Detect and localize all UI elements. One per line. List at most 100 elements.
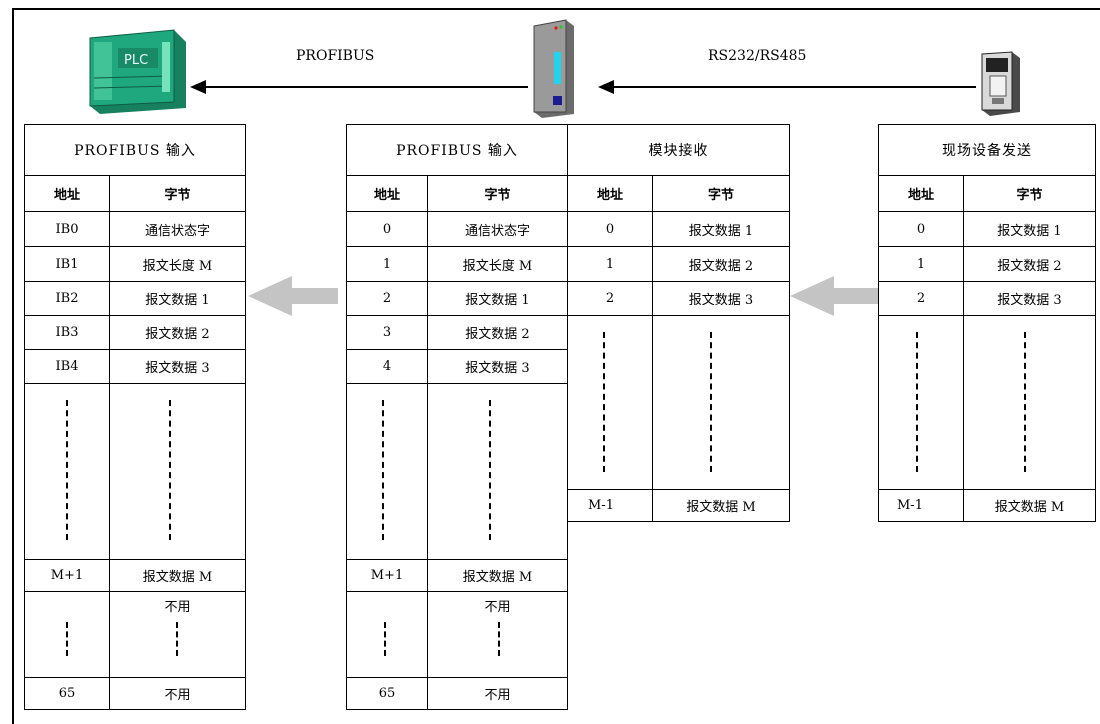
- byte-cell: 通信状态字: [109, 212, 245, 246]
- byte-cell: 报文数据 3: [427, 350, 567, 383]
- column-header-address: 地址: [373, 188, 400, 203]
- address-cell: 2: [382, 291, 392, 306]
- vertical-dash-line: [176, 622, 178, 656]
- byte-cell: 报文数据 3: [652, 282, 789, 315]
- gateway-module-icon: [533, 19, 574, 118]
- vertical-dash-line: [498, 622, 500, 656]
- column-header-address: 地址: [596, 188, 623, 203]
- address-cell: 1: [382, 256, 392, 272]
- frame-left-border: [12, 8, 14, 724]
- address-cell: IB4: [55, 359, 79, 374]
- vertical-dash-line: [710, 332, 712, 472]
- vertical-dash-line: [66, 400, 68, 540]
- table-row: 1 报文数据 2: [879, 246, 1095, 281]
- vertical-dash-line: [916, 332, 918, 472]
- plc-icon: PLC: [89, 29, 186, 114]
- unused-range-row: 不用: [25, 591, 245, 677]
- profibus-arrow-head: [190, 80, 206, 94]
- rs232-arrow-line: [612, 86, 976, 88]
- byte-cell: 报文数据 3: [109, 350, 245, 383]
- profibus-arrow-line: [204, 86, 528, 88]
- table-header-row: 地址 字节: [879, 175, 1095, 211]
- table-row: IB1 报文长度 M: [25, 246, 245, 281]
- table-header-row: 地址 字节: [568, 175, 789, 211]
- byte-cell: 报文数据 2: [652, 247, 789, 281]
- unused-range-row: 不用: [347, 591, 567, 677]
- byte-cell: 报文数据 2: [963, 247, 1095, 281]
- frame-top-border: [12, 8, 1100, 10]
- address-cell: 1: [916, 256, 926, 272]
- vertical-dash-line: [1024, 332, 1026, 472]
- table-title-row: 模块接收: [568, 125, 789, 175]
- vertical-dash-line: [382, 400, 384, 540]
- ellipsis-row: [25, 383, 245, 559]
- address-cell: 0: [916, 221, 926, 237]
- table-title: PROFIBUS 输入: [396, 143, 518, 159]
- byte-cell: 报文数据 2: [109, 316, 245, 349]
- byte-cell: 报文数据 2: [427, 316, 567, 349]
- table-row: IB3 报文数据 2: [25, 315, 245, 349]
- column-header-byte: 字节: [109, 176, 245, 211]
- address-ellipsis-cell: [568, 316, 652, 489]
- table-row: 65 不用: [25, 677, 245, 709]
- address-cell: IB2: [55, 291, 79, 306]
- module-receive-table: 模块接收 地址 字节 0 报文数据 1 1 报文数据 2 2 报文数据 3 M-…: [568, 124, 790, 522]
- vertical-dash-line: [66, 622, 68, 656]
- address-cell: IB1: [55, 256, 79, 272]
- table-title-row: 现场设备发送: [879, 125, 1095, 175]
- byte-cell: 报文数据 M: [427, 560, 567, 591]
- flow-arrow-left-icon: [790, 276, 878, 316]
- byte-cell: 报文数据 3: [963, 282, 1095, 315]
- address-ellipsis-cell: [347, 384, 427, 559]
- table-row: 1 报文长度 M: [347, 246, 567, 281]
- ellipsis-row: [568, 315, 789, 489]
- table-row: IB0 通信状态字: [25, 211, 245, 246]
- table-row: M+1 报文数据 M: [25, 559, 245, 591]
- table-row: 2 报文数据 1: [347, 281, 567, 315]
- address-cell: 1: [605, 256, 615, 272]
- address-cell: M-1: [897, 498, 923, 513]
- ellipsis-row: [347, 383, 567, 559]
- byte-cell: 报文数据 1: [109, 282, 245, 315]
- table-row: IB2 报文数据 1: [25, 281, 245, 315]
- address-cell: M+1: [50, 568, 84, 583]
- address-ellipsis-cell: [25, 592, 109, 677]
- flow-arrow-left-icon: [248, 276, 338, 316]
- table-row: 65 不用: [347, 677, 567, 709]
- column-header-byte: 字节: [963, 176, 1095, 211]
- table-row: 0 通信状态字: [347, 211, 567, 246]
- byte-cell: 不用: [427, 678, 567, 709]
- table-title-row: PROFIBUS 输入: [25, 125, 245, 175]
- byte-cell: 报文长度 M: [427, 247, 567, 281]
- address-ellipsis-cell: [347, 592, 427, 677]
- unused-label: 不用: [164, 600, 191, 615]
- unused-cell: 不用: [427, 592, 567, 677]
- table-row: 1 报文数据 2: [568, 246, 789, 281]
- rs232-arrow-head: [598, 80, 614, 94]
- address-cell: M-1: [588, 498, 614, 513]
- address-cell: 2: [916, 291, 926, 306]
- address-cell: 0: [605, 221, 615, 237]
- vertical-dash-line: [489, 400, 491, 540]
- table-header-row: 地址 字节: [347, 175, 567, 211]
- profibus-link-label: PROFIBUS: [296, 48, 375, 64]
- byte-ellipsis-cell: [963, 316, 1095, 489]
- table-row: 0 报文数据 1: [879, 211, 1095, 246]
- byte-ellipsis-cell: [109, 384, 245, 559]
- table-row: 4 报文数据 3: [347, 349, 567, 383]
- table-row: M-1 报文数据 M: [879, 489, 1095, 521]
- table-title: PROFIBUS 输入: [74, 143, 196, 159]
- column-header-byte: 字节: [427, 176, 567, 211]
- byte-ellipsis-cell: [652, 316, 789, 489]
- byte-cell: 报文数据 1: [963, 212, 1095, 246]
- unused-cell: 不用: [109, 592, 245, 677]
- byte-cell: 报文长度 M: [109, 247, 245, 281]
- address-cell: 2: [605, 291, 615, 306]
- ellipsis-row: [879, 315, 1095, 489]
- vertical-dash-line: [603, 332, 605, 472]
- address-cell: 0: [382, 221, 392, 237]
- column-header-address: 地址: [907, 188, 934, 203]
- address-cell: 65: [378, 686, 396, 701]
- byte-cell: 通信状态字: [427, 212, 567, 246]
- plc-label: PLC: [124, 53, 148, 68]
